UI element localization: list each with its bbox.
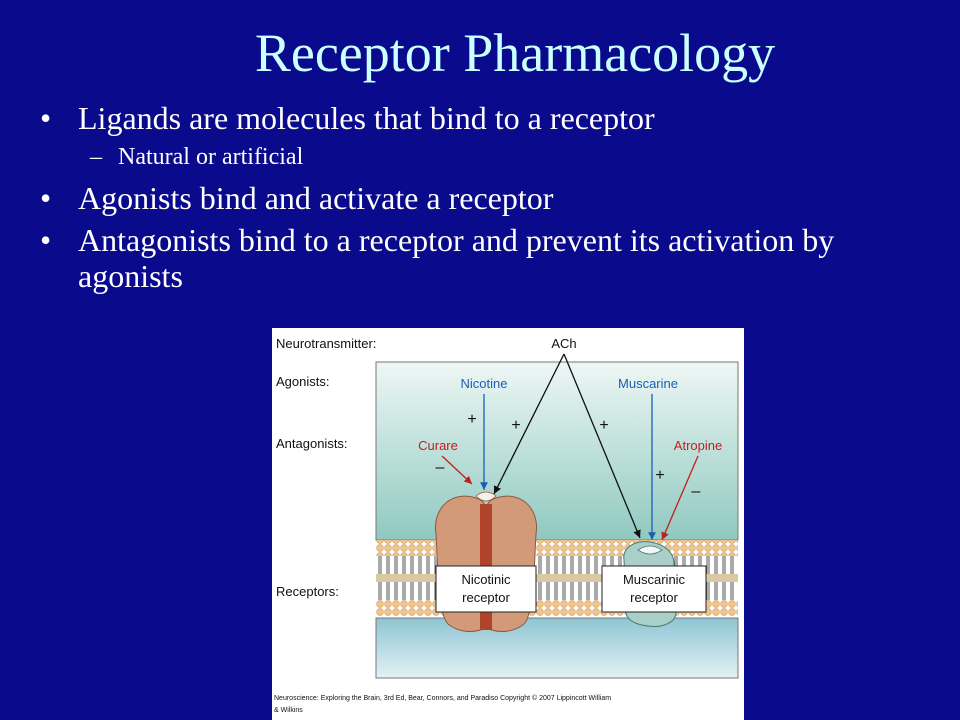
plus-sign-nicotine: + xyxy=(467,411,476,428)
bullet-dot: • xyxy=(40,180,52,216)
row-label-receptors: Receptors: xyxy=(276,584,339,599)
plus-sign-muscarine: + xyxy=(655,467,664,484)
receptor-diagram: Nicotinic receptor Muscarinic receptor N… xyxy=(274,336,739,714)
figure-credit-line-1: Neuroscience: Exploring the Brain, 3rd E… xyxy=(274,694,611,702)
atropine-arrow xyxy=(661,455,699,541)
row-label-neurotransmitter: Neurotransmitter: xyxy=(276,336,376,351)
curare-label: Curare xyxy=(418,438,458,453)
bullet-dot: • xyxy=(40,100,52,136)
ach-label: ACh xyxy=(551,336,576,351)
sub-bullet-dash: – xyxy=(90,144,102,170)
plus-sign-ach-right: + xyxy=(599,417,608,434)
slide-title: Receptor Pharmacology xyxy=(254,23,776,83)
extracellular-space xyxy=(375,361,739,541)
bullet-antagonists: • Antagonists bind to a receptor and pre… xyxy=(40,222,940,294)
muscarinic-receptor-box xyxy=(601,565,707,613)
curare-arrow xyxy=(441,455,473,485)
bullet-ligands: • Ligands are molecules that bind to a r… xyxy=(40,100,940,136)
row-label-antagonists: Antagonists: xyxy=(276,436,348,451)
bullet-agonists: • Agonists bind and activate a receptor xyxy=(40,180,940,216)
row-label-agonists: Agonists: xyxy=(276,374,329,389)
ach-arrow-muscarinic xyxy=(563,353,641,539)
ach-arrow-nicotinic xyxy=(493,353,565,495)
bullet-text: Ligands are molecules that bind to a rec… xyxy=(78,100,655,136)
minus-sign-curare: – xyxy=(436,459,445,476)
nicotine-label: Nicotine xyxy=(461,376,508,391)
figure-credit-line-2: & Wilkins xyxy=(274,707,303,714)
atropine-label: Atropine xyxy=(674,438,722,453)
nicotinic-receptor-box xyxy=(435,565,537,613)
muscarinic-receptor-label-2: receptor xyxy=(630,590,678,605)
nicotinic-receptor-label-2: receptor xyxy=(462,590,510,605)
intracellular-space xyxy=(375,617,739,679)
sub-bullet-natural: – Natural or artificial xyxy=(40,142,940,172)
muscarinic-receptor-label-1: Muscarinic xyxy=(623,572,686,587)
plus-sign-ach-left: + xyxy=(511,417,520,434)
receptor-figure: Nicotinic receptor Muscarinic receptor N… xyxy=(272,328,744,720)
minus-sign-atropine: – xyxy=(692,483,701,500)
bullet-dot: • xyxy=(40,222,52,258)
muscarine-label: Muscarine xyxy=(618,376,678,391)
bullet-text: Agonists bind and activate a receptor xyxy=(78,180,554,216)
sub-bullet-text: Natural or artificial xyxy=(118,144,304,170)
bullet-text: Antagonists bind to a receptor and preve… xyxy=(78,222,835,294)
bullet-list: • Ligands are molecules that bind to a r… xyxy=(40,100,940,300)
nicotinic-receptor-label-1: Nicotinic xyxy=(461,572,511,587)
